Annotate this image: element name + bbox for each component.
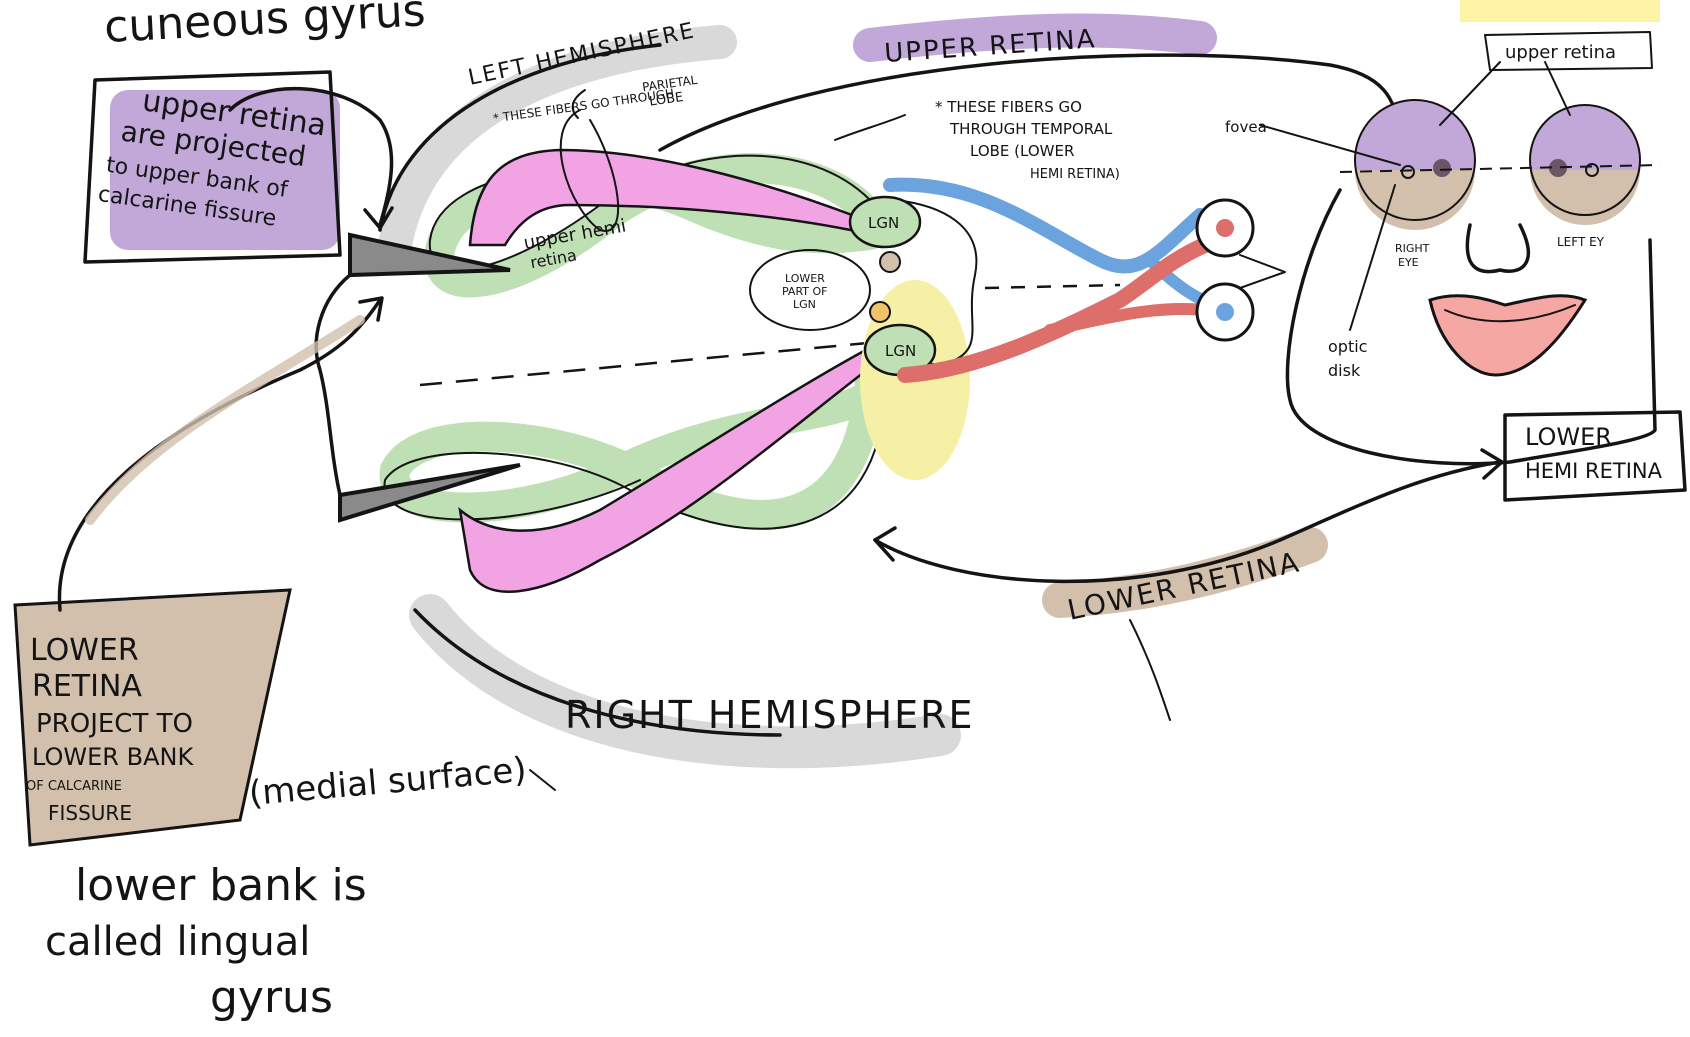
temporal-note-line-2: THROUGH TEMPORAL [949,120,1113,138]
lower-box-line-5: OF CALCARINE [26,779,122,794]
lingual-line-2: called lingual [45,919,310,965]
small-left-eye-pupil [1216,303,1234,321]
optic-disk-label: optic disk [1328,337,1367,380]
lgn-upper-label: LGN [868,214,899,232]
left-eye-lower [1530,170,1640,225]
lower-box-line-6: FISSURE [48,801,132,825]
temporal-note-line-4: HEMI RETINA) [1030,167,1120,182]
lingual-line-1: lower bank is [75,860,367,911]
optic-disk-line-1: optic [1328,337,1367,356]
occipital-outline [316,275,350,495]
fovea-label: fovea [1225,118,1267,136]
temporal-note: * THESE FIBERS GO THROUGH TEMPORAL LOBE … [935,98,1120,182]
right-hemisphere-label: RIGHT HEMISPHERE [565,693,975,737]
lower-box-line-3: PROJECT TO [36,709,193,739]
midline-dashed-right [985,285,1120,288]
lower-box-line-4: LOWER BANK [32,743,194,771]
lingual-bracket [530,770,555,790]
upper-hemi-retina-label: upper hemi retina [522,215,631,272]
temporal-note-line-1: * THESE FIBERS GO [935,98,1082,116]
small-right-eye-pupil [1216,219,1234,237]
lower-hemi-retina-label: LOWER HEMI RETINA [1525,423,1663,483]
lower-retina-arrow-label: LOWER RETINA [1065,545,1304,627]
medial-surface-label: (medial surface) [247,750,528,814]
right-eye-line-2: EYE [1398,256,1419,269]
lower-hemi-retina-line-1: LOWER [1525,423,1612,451]
lower-part-lgn-line-1: LOWER [785,272,825,285]
lgn-upper-nucleus [880,252,900,272]
lower-part-lgn-line-2: PART OF [782,285,828,298]
upper-retina-pointer-1 [1440,62,1500,125]
lower-hemi-retina-line-2: HEMI RETINA [1525,459,1663,483]
lower-retina-tick [1130,620,1170,720]
lingual-line-3: gyrus [210,972,333,1023]
lower-part-lgn-line-3: LGN [793,298,816,311]
optic-disk-line-2: disk [1328,361,1361,380]
nose [1467,225,1528,272]
lips [1430,296,1585,375]
upper-retina-tag-label: upper retina [1505,42,1616,63]
lower-box-line-2: RETINA [32,669,142,704]
blue-nasal-fibers [890,185,1200,267]
lgn-lower-label: LGN [885,342,916,360]
lower-part-lgn-label: LOWER PART OF LGN [782,272,828,311]
lower-box-line-1: LOWER [30,633,139,668]
cuneous-label: cuneous gyrus [103,0,427,53]
right-eye-fovea [1433,159,1451,177]
small-nose [1240,255,1285,288]
temporal-pointer [835,115,905,140]
left-eye-label: LEFT EY [1557,235,1605,249]
lower-optic-radiation [460,345,880,592]
right-eye-line-1: RIGHT [1395,242,1430,255]
lgn-lower-nucleus [870,302,890,322]
top-right-yellow-highlight [1460,0,1660,22]
right-eye-label: RIGHT EYE [1395,242,1430,269]
red-temporal-fibers-2 [1050,309,1205,330]
lower-retina-arrow [875,462,1500,581]
lingual-gyrus-label: lower bank is called lingual gyrus [45,860,367,1023]
temporal-note-line-3: LOBE (LOWER [970,142,1074,160]
lower-box-arrow-band [90,320,360,520]
